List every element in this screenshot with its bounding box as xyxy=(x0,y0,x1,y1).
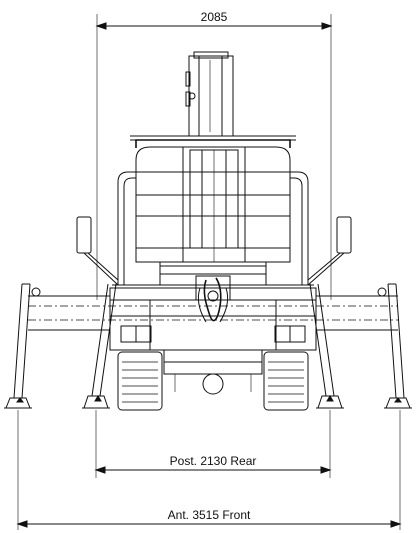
left-mirror xyxy=(76,216,119,286)
dimension-rear-outrigger: Post. 2130 Rear xyxy=(94,410,332,478)
turret-assembly xyxy=(195,275,231,323)
dimension-front-outrigger-label: Ant. 3515 Front xyxy=(168,508,251,522)
outrigger-front-left xyxy=(4,283,41,409)
mast xyxy=(185,51,234,137)
dimension-front-outrigger: Ant. 3515 Front xyxy=(16,410,402,530)
outrigger-rear-left xyxy=(82,283,117,409)
platform-basket xyxy=(130,135,296,263)
outrigger-front-right xyxy=(377,283,412,409)
left-rear-wheel xyxy=(117,351,163,411)
chassis xyxy=(109,287,317,395)
outrigger-beams xyxy=(28,295,398,331)
right-mirror xyxy=(307,216,352,286)
dimension-rear-outrigger-label: Post. 2130 Rear xyxy=(170,454,257,468)
dimension-top-width-label: 2085 xyxy=(201,10,228,24)
dimension-top-width: 2085 xyxy=(95,10,333,300)
outrigger-rear-right xyxy=(309,283,344,409)
vehicle-cab xyxy=(112,171,314,286)
right-rear-wheel xyxy=(263,351,309,411)
